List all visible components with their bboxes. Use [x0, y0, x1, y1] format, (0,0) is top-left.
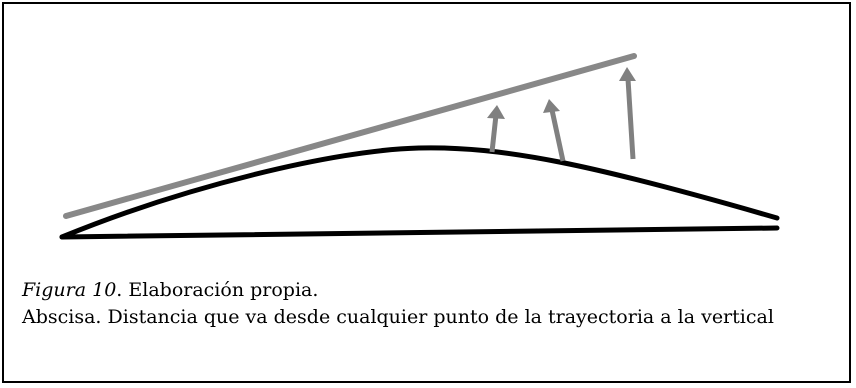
figure-caption: Figura 10. Elaboración propia. Abscisa. …	[22, 277, 834, 331]
caption-title-line: Figura 10. Elaboración propia.	[22, 277, 834, 304]
arrow-group	[487, 67, 636, 162]
baseline	[59, 225, 780, 240]
tangent-line	[63, 53, 637, 219]
figure-frame: Figura 10. Elaboración propia. Abscisa. …	[2, 2, 851, 383]
arrow-1-head	[487, 105, 505, 119]
arrow-3	[625, 78, 636, 160]
figure-diagram	[34, 37, 842, 247]
arrow-2	[549, 109, 566, 162]
arrow-1	[489, 114, 499, 153]
figure-title: . Elaboración propia.	[116, 279, 319, 301]
arrow-3-head	[619, 67, 636, 81]
figure-label: Figura 10	[22, 279, 117, 301]
arrow-2-head	[543, 99, 560, 113]
trajectory-diagram-svg	[59, 53, 780, 240]
trajectory-curve	[59, 145, 780, 240]
caption-body: Abscisa. Distancia que va desde cualquie…	[22, 306, 774, 328]
